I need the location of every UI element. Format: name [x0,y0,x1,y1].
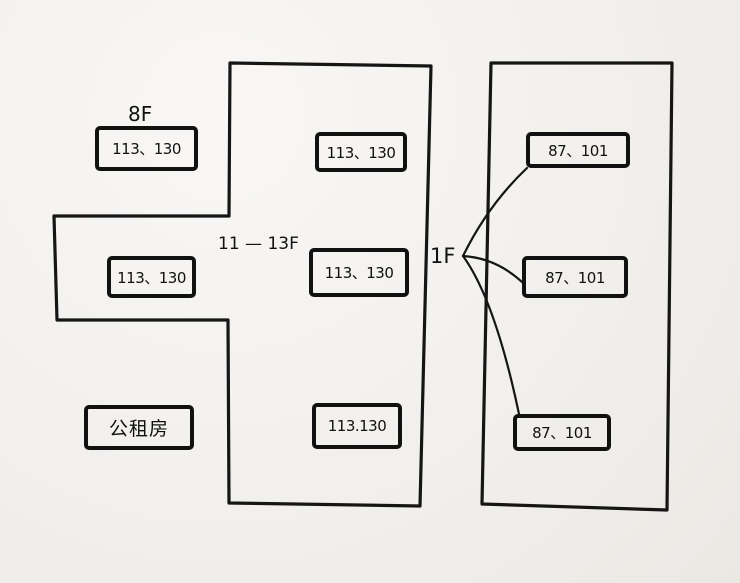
unit-box-left-wing: 113、130 [107,256,196,298]
floor-11-13f-label: 11 — 13F [218,234,299,254]
public-housing-box: 公租房 [84,405,194,450]
floor-8f-label: 8F [128,102,153,126]
junction-1f-label: 1F [430,244,456,268]
right-unit-box-top: 87、101 [526,132,630,168]
connector-line-top [461,166,529,258]
right-unit-box-bottom: 87、101 [513,414,611,451]
unit-box-center: 113、130 [309,248,409,297]
left-building-outline [52,61,433,508]
connector-line-bottom [461,254,521,416]
right-building-outline [480,61,674,512]
unit-box-top-right-wing: 113、130 [315,132,407,172]
connector-line-middle [461,254,524,284]
unit-box-8f: 113、130 [95,126,198,171]
unit-box-bottom: 113.130 [312,403,402,449]
right-unit-box-middle: 87、101 [522,256,628,298]
